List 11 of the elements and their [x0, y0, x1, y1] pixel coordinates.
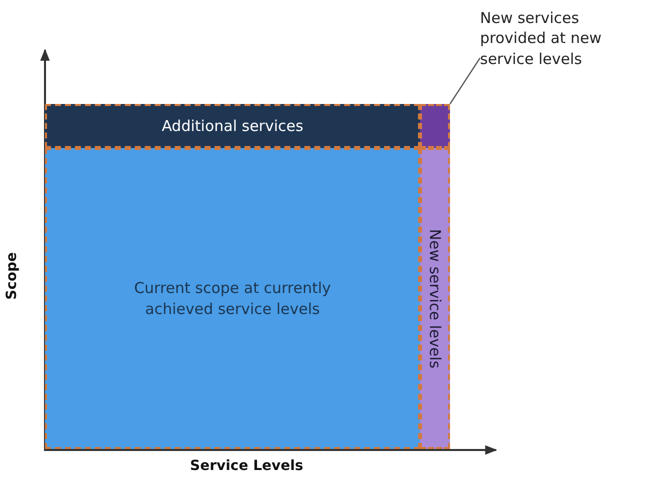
node-label: New services provided at new service levels	[480, 8, 602, 69]
node-label: Additional services	[162, 116, 304, 136]
axis-title: Service Levels	[190, 458, 304, 474]
scope-area	[45, 148, 420, 449]
leader-line	[450, 58, 480, 104]
vertical-label: New service levels	[425, 228, 446, 368]
node-label: Current scope at currently achieved service levels	[133, 278, 332, 319]
axis-title: Scope	[4, 252, 20, 300]
corner-box	[420, 104, 450, 148]
service-level-strip	[420, 148, 450, 449]
scope-band	[45, 104, 420, 148]
